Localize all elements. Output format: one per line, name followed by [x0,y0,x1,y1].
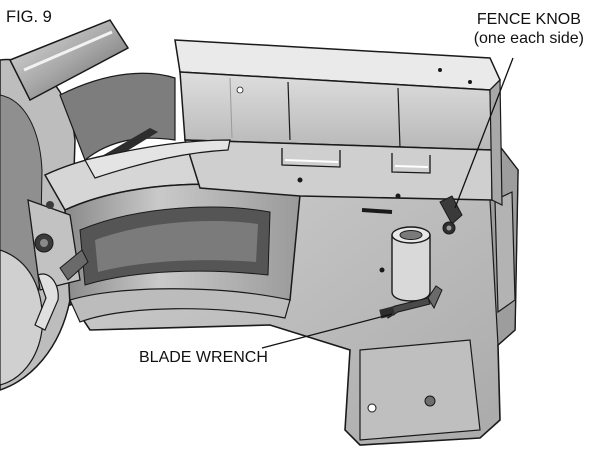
saw-arm [8,19,130,102]
blade-wrench-leader [261,313,393,349]
fence-knob-callout: FENCE KNOB (one each side) [474,10,584,48]
figure-label: FIG. 9 [6,8,52,26]
blade-wrench-icon [379,285,443,319]
fence [84,39,503,214]
blade-wrench-callout: BLADE WRENCH [139,349,268,366]
fence-knob-leader [454,57,514,209]
rear-guard [59,72,176,161]
bevel-bracket [27,199,89,331]
fence-knob-icon [439,195,463,235]
base-post [379,226,431,302]
base-side-flange [494,191,516,314]
fence-knob-callout-line2: (one each side) [473,30,584,47]
fence-knob-callout-line1: FENCE KNOB [476,11,581,28]
